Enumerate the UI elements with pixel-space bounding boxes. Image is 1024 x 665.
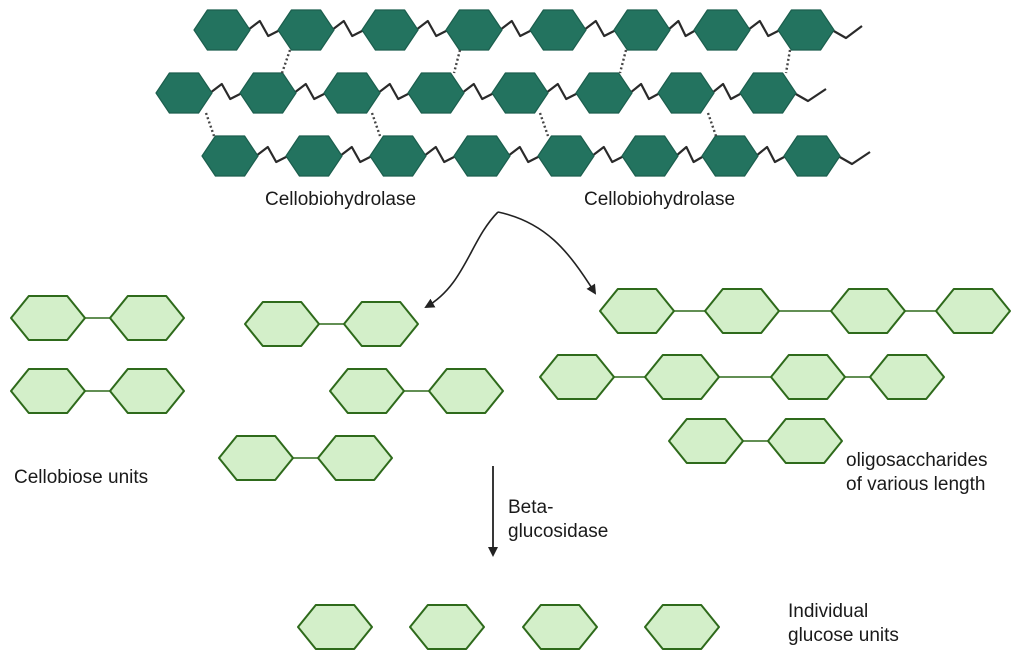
oligosaccharide-glucose-icon — [644, 354, 720, 400]
chain-end-bond — [831, 25, 863, 40]
oligosaccharide-glucose-icon — [668, 418, 744, 464]
cellulose-chains — [155, 9, 871, 177]
glycosidic-bond — [747, 19, 781, 38]
cellobiose-glucose-icon — [218, 435, 294, 481]
chain-end-bond — [837, 151, 871, 166]
cellobiose-glucose-icon — [10, 295, 86, 341]
cellulose-glucose-icon — [369, 135, 427, 177]
oligosaccharides-label: oligosaccharides of various length — [846, 450, 988, 495]
oligosaccharide-glucose-icon — [935, 288, 1011, 334]
oligosaccharide-glucose-icon — [869, 354, 945, 400]
oligosaccharide-glucose-icon — [599, 288, 675, 334]
glycosidic-bond — [247, 19, 281, 38]
hydrogen-bond-icon — [538, 112, 550, 137]
glycosidic-bond — [711, 82, 743, 101]
arrow-to-cellobiose-icon — [424, 211, 499, 308]
hydrogen-bonds — [204, 49, 792, 137]
glycosidic-bond — [415, 19, 449, 38]
glycosidic-bond — [255, 145, 289, 164]
cellulose-glucose-icon — [285, 135, 343, 177]
glucose-unit-icon — [409, 604, 485, 650]
oligosaccharide-glucose-icon — [770, 354, 846, 400]
cellulose-glucose-icon — [201, 135, 259, 177]
cellulose-glucose-icon — [537, 135, 595, 177]
glucose-units-label: Individual glucose units — [788, 601, 899, 646]
hydrogen-bond-icon — [204, 112, 216, 137]
glucose-unit-icon — [644, 604, 720, 650]
cellulose-glucose-icon — [453, 135, 511, 177]
cellulose-glucose-icon — [693, 9, 751, 51]
glycosidic-bond — [667, 19, 697, 38]
glucose-unit-icon — [522, 604, 598, 650]
cellulose-glucose-icon — [323, 72, 381, 114]
cellulose-glucose-icon — [657, 72, 715, 114]
cellulose-glucose-icon — [701, 135, 759, 177]
glycosidic-bond — [629, 82, 661, 101]
cellobiose-glucose-icon — [244, 301, 320, 347]
cellobiose-glucose-icon — [428, 368, 504, 414]
cellulose-glucose-icon — [239, 72, 297, 114]
oligosaccharide-glucose-icon — [539, 354, 615, 400]
cellulose-glucose-icon — [575, 72, 633, 114]
glycosidic-bond — [339, 145, 373, 164]
hydrolysis-products — [10, 288, 1011, 650]
cellulose-glucose-icon — [613, 9, 671, 51]
cellobiose-glucose-icon — [317, 435, 393, 481]
glycosidic-bond — [507, 145, 541, 164]
glycosidic-bond — [675, 145, 705, 164]
oligosaccharide-glucose-icon — [704, 288, 780, 334]
hydrogen-bond-icon — [618, 49, 628, 74]
glycosidic-bond — [461, 82, 495, 101]
cellobiose-glucose-icon — [343, 301, 419, 347]
cellobiose-glucose-icon — [10, 368, 86, 414]
hydrogen-bond-icon — [452, 49, 462, 74]
cellulose-glucose-icon — [739, 72, 797, 114]
cellulose-glucose-icon — [277, 9, 335, 51]
cellulose-glucose-icon — [193, 9, 251, 51]
hydrogen-bond-icon — [280, 49, 292, 74]
cellulose-glucose-icon — [777, 9, 835, 51]
glycosidic-bond — [583, 19, 617, 38]
oligosaccharide-glucose-icon — [830, 288, 906, 334]
glycosidic-bond — [499, 19, 533, 38]
cellulose-glucose-icon — [529, 9, 587, 51]
cellobiose-label: Cellobiose units — [14, 467, 149, 488]
glycosidic-bond — [755, 145, 787, 164]
glycosidic-bond — [293, 82, 327, 101]
enzyme-label-left: Cellobiohydrolase — [265, 189, 417, 210]
cellobiose-glucose-icon — [109, 295, 185, 341]
glycosidic-bond — [209, 82, 243, 101]
cellulose-glucose-icon — [407, 72, 465, 114]
enzyme-label-right: Cellobiohydrolase — [584, 189, 736, 210]
glycosidic-bond — [377, 82, 411, 101]
chain-end-bond — [793, 88, 827, 103]
beta-glucosidase-label: Beta- glucosidase — [508, 497, 609, 542]
hydrogen-bond-icon — [784, 49, 792, 74]
cellulose-glucose-icon — [783, 135, 841, 177]
glycosidic-bond — [591, 145, 625, 164]
oligosaccharide-glucose-icon — [767, 418, 843, 464]
cellobiose-glucose-icon — [329, 368, 405, 414]
cellulose-glucose-icon — [361, 9, 419, 51]
cellulose-glucose-icon — [491, 72, 549, 114]
glucose-unit-icon — [297, 604, 373, 650]
glycosidic-bond — [331, 19, 365, 38]
hydrogen-bond-icon — [706, 112, 718, 137]
glycosidic-bond — [545, 82, 579, 101]
cellulose-glucose-icon — [155, 72, 213, 114]
cellobiose-glucose-icon — [109, 368, 185, 414]
cellulose-glucose-icon — [621, 135, 679, 177]
glycosidic-bond — [423, 145, 457, 164]
reaction-arrows — [424, 211, 597, 557]
arrow-to-oligosaccharides-icon — [497, 211, 597, 295]
cellulose-glucose-icon — [445, 9, 503, 51]
hydrogen-bond-icon — [370, 112, 382, 137]
